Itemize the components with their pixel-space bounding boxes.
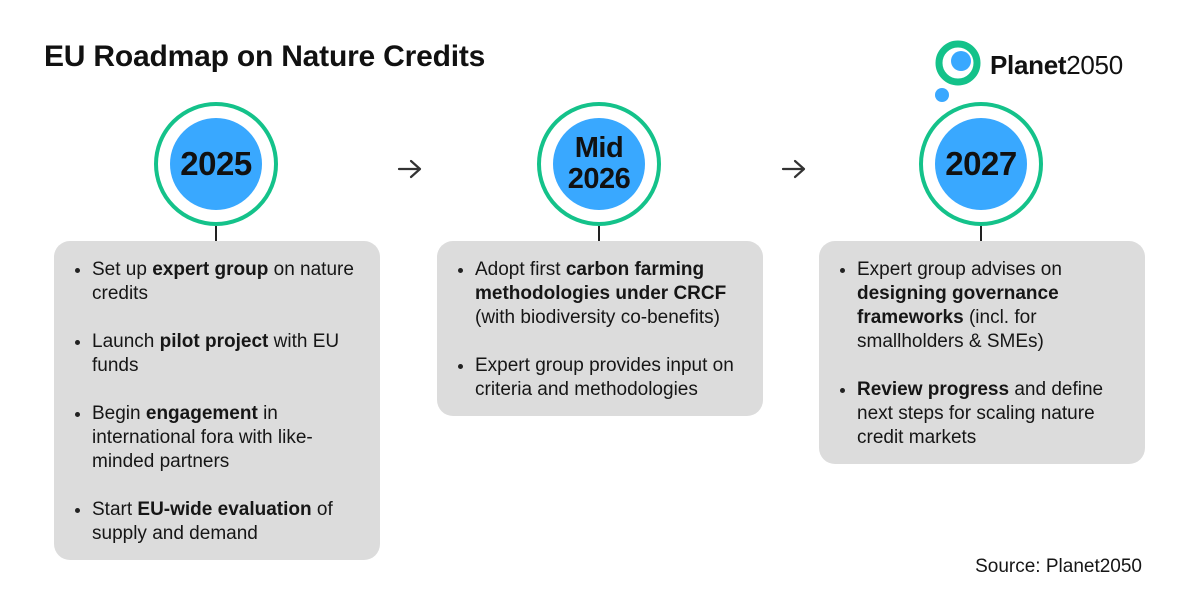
milestone-item: Launch pilot project with EU funds — [74, 330, 362, 378]
milestone-year: Mid 2026 — [567, 132, 631, 195]
item-text: on nature credits — [92, 259, 354, 304]
planet2050-logo-icon — [935, 40, 981, 102]
milestone-card: Adopt first carbon farming methodologies… — [437, 241, 763, 416]
milestone-item: Set up expert group on nature credits — [74, 258, 362, 306]
item-text: with EU funds — [92, 331, 340, 376]
brand-name-regular: 2050 — [1066, 50, 1123, 80]
item-text: Set up — [92, 259, 153, 280]
connector-line — [598, 226, 600, 242]
milestone-item: Start EU-wide evaluation of supply and d… — [74, 498, 362, 546]
milestone-ring: Mid 2026 — [537, 102, 661, 226]
connector-line — [215, 226, 217, 242]
milestone-year: 2027 — [945, 145, 1017, 182]
item-highlight: carbon farming methodologies under CRCF — [475, 259, 727, 304]
planet2050-logo: Planet2050 — [930, 38, 1150, 104]
milestone-item: Review progress and define next steps fo… — [839, 378, 1127, 450]
item-text: Begin — [92, 403, 146, 424]
item-text: in international fora with like-minded p… — [92, 403, 313, 472]
milestone-year: 2025 — [180, 145, 252, 182]
item-text: Expert group advises on — [857, 259, 1062, 280]
milestone-disc: 2027 — [935, 118, 1027, 210]
milestone-disc: Mid 2026 — [553, 118, 645, 210]
arrow-right-icon — [397, 159, 422, 179]
item-highlight: engagement — [145, 403, 258, 424]
item-text: Start — [92, 499, 138, 520]
item-highlight: Review progress — [857, 379, 1010, 400]
milestone-item: Begin engagement in international fora w… — [74, 402, 362, 474]
arrow-right-icon — [781, 159, 806, 179]
milestone-ring: 2025 — [154, 102, 278, 226]
item-highlight: pilot project — [159, 331, 269, 352]
source-note: Source: Planet2050 — [975, 556, 1142, 577]
milestone-ring: 2027 — [919, 102, 1043, 226]
milestone-items: Adopt first carbon farming methodologies… — [457, 258, 745, 402]
item-highlight: designing governance frameworks — [857, 283, 1059, 328]
milestone-card: Expert group advises on designing govern… — [819, 241, 1145, 464]
item-text: Launch — [92, 331, 160, 352]
milestone-item: Expert group provides input on criteria … — [457, 354, 745, 402]
item-highlight: expert group — [152, 259, 269, 280]
brand-name-bold: Planet — [990, 50, 1067, 80]
item-text: Adopt first — [475, 259, 566, 280]
milestone-items: Expert group advises on designing govern… — [839, 258, 1127, 450]
item-text: (with biodiversity co-benefits) — [475, 307, 720, 328]
connector-line — [980, 226, 982, 242]
item-highlight: EU-wide evaluation — [137, 499, 312, 520]
item-text: Expert group provides input on criteria … — [475, 355, 734, 400]
item-text: of supply and demand — [92, 499, 333, 544]
item-text: (incl. for smallholders & SMEs) — [857, 307, 1044, 352]
milestone-item: Adopt first carbon farming methodologies… — [457, 258, 745, 330]
brand-name: Planet2050 — [990, 50, 1123, 81]
item-text: and define next steps for scaling nature… — [857, 379, 1104, 448]
page-title: EU Roadmap on Nature Credits — [44, 40, 486, 73]
milestone-disc: 2025 — [170, 118, 262, 210]
milestone-item: Expert group advises on designing govern… — [839, 258, 1127, 354]
